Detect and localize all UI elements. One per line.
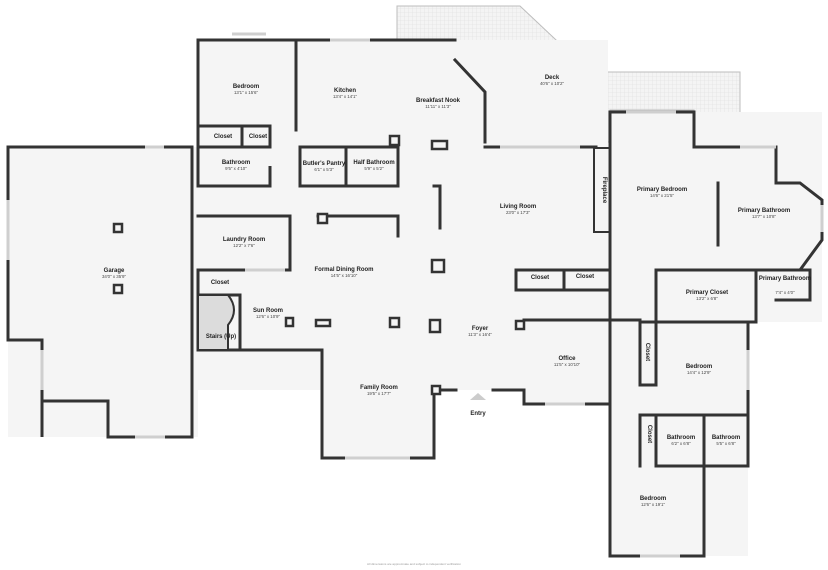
bedroom-mid-label: Bedroom: [686, 364, 712, 370]
dining-dim: 14'5" x 16'10": [331, 273, 358, 278]
bedroom-low-label: Bedroom: [640, 496, 666, 502]
primary-closet-label: Primary Closet: [686, 290, 728, 296]
closet-e-label: Closet: [211, 280, 229, 286]
disclaimer-text: All dimensions are approximate and subje…: [367, 562, 461, 566]
primary-bed-dim: 14'6" x 21'5": [650, 193, 675, 198]
sun-room-label: Sun Room: [253, 308, 283, 314]
bedroom-low-dim: 12'6" x 19'1": [641, 502, 666, 507]
closet-b-label: Closet: [249, 134, 267, 140]
windows: [6, 32, 824, 558]
primary-bath-label: Primary Bathroom: [738, 208, 790, 214]
deck-label: Deck: [545, 75, 560, 81]
closet-d-label: Closet: [576, 274, 594, 280]
deck-dim: 40'6" x 10'2": [540, 81, 565, 86]
bedroom-top-dim: 13'1" x 15'6": [234, 90, 259, 95]
office-label: Office: [558, 356, 576, 362]
closet-g-label: Closet: [646, 425, 652, 443]
primary-bath2-label-line: Primary Bathroom: [759, 276, 811, 282]
fireplace-label: Fireplace: [601, 177, 607, 204]
garage-dim: 34'0" x 35'9": [102, 274, 127, 279]
laundry-dim: 12'2" x 7'6": [233, 243, 255, 248]
closet-a-label: Closet: [214, 134, 232, 140]
butler-label: Butler's Pantry: [303, 161, 346, 167]
primary-bed-label: Primary Bedroom: [637, 187, 687, 193]
office-dim: 11'5" x 10'10": [554, 362, 581, 367]
foyer-dim: 11'3" x 16'4": [468, 332, 492, 337]
foyer-label: Foyer: [472, 326, 489, 332]
dining-label: Formal Dining Room: [315, 267, 374, 273]
bathroom-top-dim: 9'5" x 4'10": [225, 166, 247, 171]
kitchen-label: Kitchen: [334, 88, 356, 94]
butler-dim: 6'1" x 5'3": [314, 167, 334, 172]
breakfast-dim: 11'11" x 11'3": [425, 104, 451, 109]
primary-bath2-dim: 7'4" x 4'0": [775, 290, 795, 295]
bedroom-mid-dim: 14'4" x 12'9": [687, 370, 712, 375]
bathroom-top-label: Bathroom: [222, 160, 250, 166]
laundry-label: Laundry Room: [223, 237, 265, 243]
primary-bath-dim: 13'7" x 10'8": [752, 214, 777, 219]
bath-b-label: Bathroom: [712, 435, 740, 441]
stairs-label: Stairs (Up): [206, 334, 236, 340]
entry-arrow: [470, 393, 486, 400]
bath-a-label: Bathroom: [667, 435, 695, 441]
living-label: Living Room: [500, 204, 536, 210]
family-label: Family Room: [360, 385, 398, 391]
stairs-area: [197, 294, 235, 351]
sun-room-dim: 12'6" x 10'9": [256, 314, 281, 319]
breakfast-label: Breakfast Nook: [416, 98, 461, 104]
pillars: [112, 134, 526, 396]
closet-c-label: Closet: [531, 275, 549, 281]
bath-a-dim: 6'2" x 6'8": [671, 441, 691, 446]
bath-b-dim: 5'5" x 6'8": [716, 441, 736, 446]
half-bath-label: Half Bathroom: [353, 160, 394, 166]
primary-closet-dim: 13'2" x 6'8": [696, 296, 718, 301]
living-dim: 23'0" x 17'3": [506, 210, 531, 215]
closet-f-label: Closet: [644, 343, 650, 361]
kitchen-dim: 13'4" x 14'1": [333, 94, 358, 99]
bedroom-top-label: Bedroom: [233, 84, 259, 90]
entry-label: Entry: [470, 411, 486, 417]
room-labels: Deck 40'6" x 10'2" Bedroom 13'1" x 15'6"…: [102, 75, 811, 507]
half-bath-dim: 5'9" x 5'2": [364, 166, 384, 171]
garage-label: Garage: [104, 268, 125, 274]
family-dim: 19'5" x 17'7": [367, 391, 392, 396]
